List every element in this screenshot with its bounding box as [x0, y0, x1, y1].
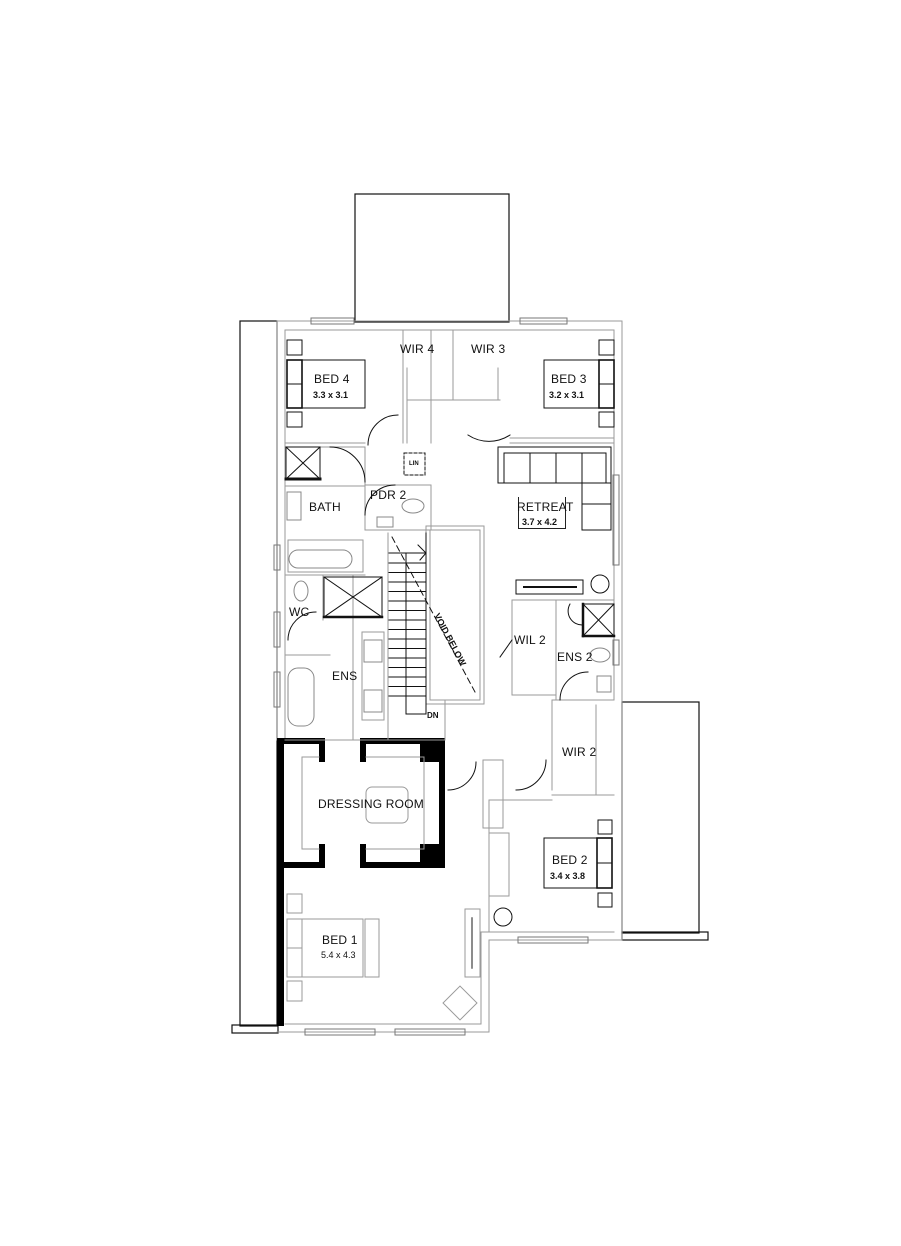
- linen-label: LIN: [409, 461, 419, 467]
- room-label-wc: WC: [289, 605, 310, 619]
- windows: [273, 317, 620, 1036]
- right-outline: [621, 701, 700, 934]
- bed-1: [286, 893, 481, 1021]
- balcony-outline: [354, 193, 510, 323]
- left-outline: [239, 320, 278, 1027]
- interior-walls: [284, 329, 615, 933]
- room-label-wir4: WIR 4: [400, 342, 435, 356]
- room-dim-retreat: 3.7 x 4.2: [522, 517, 558, 527]
- linen-cupboard: [403, 452, 426, 476]
- door-swings: [287, 414, 589, 791]
- exterior-walls: [276, 320, 623, 1033]
- room-dim-bed3: 3.2 x 3.1: [549, 390, 585, 400]
- left-footing: [231, 1024, 279, 1034]
- bed-2: [493, 819, 613, 927]
- stair-down-label: DN: [427, 711, 439, 720]
- room-label-bed1: BED 1: [322, 933, 358, 947]
- room-label-bed2: BED 2: [552, 853, 588, 867]
- bed-4: [286, 339, 366, 428]
- room-label-ens2: ENS 2: [557, 650, 593, 664]
- room-label-retreat: RETREAT: [517, 500, 574, 514]
- room-dim-bed1: 5.4 x 4.3: [321, 950, 356, 960]
- dressing-room-joinery: [301, 756, 425, 850]
- stair-treads: [388, 532, 427, 715]
- room-label-pdr2: PDR 2: [370, 488, 407, 502]
- room-label-bed3: BED 3: [551, 372, 587, 386]
- room-dim-bed4: 3.3 x 3.1: [313, 390, 349, 400]
- wet-fixtures: [284, 446, 616, 727]
- room-label-wil2: WIL 2: [514, 633, 546, 647]
- room-label-ens: ENS: [332, 669, 358, 683]
- room-label-wir2: WIR 2: [562, 745, 597, 759]
- room-label-bed4: BED 4: [314, 372, 350, 386]
- room-label-wir3: WIR 3: [471, 342, 506, 356]
- bed-3: [543, 339, 615, 428]
- room-label-bath: BATH: [309, 500, 341, 514]
- retreat-label-frame: [518, 497, 566, 529]
- room-dim-bed2: 3.4 x 3.8: [550, 871, 586, 881]
- retreat-furniture: [497, 446, 612, 595]
- room-label-dressing: DRESSING ROOM: [318, 797, 424, 811]
